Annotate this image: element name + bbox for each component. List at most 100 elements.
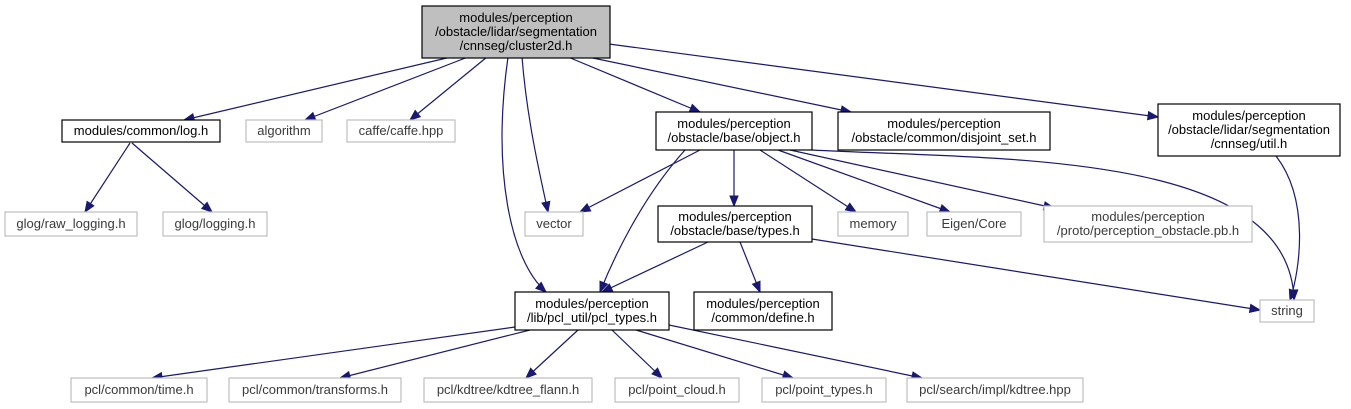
- node-box-eigen[interactable]: [926, 211, 1022, 237]
- node-label-types-1: /obstacle/base/types.h: [670, 223, 799, 238]
- node-box-proto[interactable]: [1043, 205, 1253, 243]
- edge-types-to-string: [811, 238, 1261, 311]
- edge-object-to-memory: [759, 149, 857, 213]
- arrowhead-root-to-algorithm: [303, 111, 317, 121]
- node-root[interactable]: modules/perception/obstacle/lidar/segmen…: [421, 5, 611, 59]
- edge-root-to-disjoint: [587, 56, 852, 113]
- edge-object-to-eigen: [777, 149, 951, 213]
- edge-pcltypes-to-time: [151, 326, 516, 379]
- node-pointcloud[interactable]: pcl/point_cloud.h: [614, 377, 740, 403]
- edge-log-to-glograw: [84, 142, 131, 213]
- node-log[interactable]: modules/common/log.h: [61, 119, 221, 143]
- node-label-caffe-0: caffe/caffe.hpp: [359, 123, 444, 138]
- node-pcltypes[interactable]: modules/perception/lib/pcl_util/pcl_type…: [514, 291, 670, 331]
- arrowhead-object-to-vector: [578, 202, 592, 213]
- node-pointtypes[interactable]: pcl/point_types.h: [761, 377, 887, 403]
- edge-pcltypes-to-pointtypes: [635, 329, 794, 379]
- node-label-string-0: string: [1271, 303, 1303, 318]
- edge-pcltypes-to-transforms: [339, 329, 531, 379]
- node-box-kdflann[interactable]: [423, 377, 593, 403]
- node-box-glograw[interactable]: [4, 211, 138, 237]
- node-label-disjoint-0: modules/perception: [887, 116, 1000, 131]
- node-box-algorithm[interactable]: [245, 119, 323, 143]
- node-box-object[interactable]: [655, 111, 813, 151]
- node-glograw[interactable]: glog/raw_logging.h: [4, 211, 138, 237]
- node-box-pointtypes[interactable]: [761, 377, 887, 403]
- node-box-pcltypes[interactable]: [514, 291, 670, 331]
- edge-root-to-util: [608, 43, 1159, 118]
- edge-pcltypes-to-kdflann: [525, 329, 579, 379]
- node-box-gloglog[interactable]: [162, 211, 268, 237]
- node-box-types[interactable]: [657, 205, 813, 243]
- arrowhead-root-to-pcltypes: [535, 281, 548, 293]
- node-algorithm[interactable]: algorithm: [245, 119, 323, 143]
- node-box-log[interactable]: [61, 119, 221, 143]
- node-label-vector-0: vector: [536, 216, 572, 231]
- node-label-kdflann-0: pcl/kdtree/kdtree_flann.h: [437, 382, 579, 397]
- node-box-util[interactable]: [1157, 103, 1341, 157]
- node-box-caffe[interactable]: [346, 119, 456, 143]
- edge-root-to-vector: [521, 56, 549, 213]
- node-transforms[interactable]: pcl/common/transforms.h: [228, 377, 402, 403]
- node-label-gloglog-0: glog/logging.h: [175, 216, 256, 231]
- node-memory[interactable]: memory: [837, 211, 909, 237]
- node-box-disjoint[interactable]: [837, 111, 1051, 151]
- node-disjoint[interactable]: modules/perception/obstacle/common/disjo…: [837, 111, 1051, 151]
- node-box-kdtreehpp[interactable]: [906, 377, 1084, 403]
- arrowhead-root-to-object: [688, 103, 702, 113]
- node-label-pointtypes-0: pcl/point_types.h: [775, 382, 873, 397]
- arrowhead-pcltypes-to-kdflann: [525, 367, 537, 379]
- edge-root-to-log: [183, 56, 452, 121]
- arrowhead-types-to-string: [1248, 303, 1262, 314]
- node-object[interactable]: modules/perception/obstacle/base/object.…: [655, 111, 813, 151]
- node-label-glograw-0: glog/raw_logging.h: [16, 216, 125, 231]
- node-time[interactable]: pcl/common/time.h: [70, 377, 208, 403]
- node-label-memory-0: memory: [850, 216, 897, 231]
- node-label-eigen-0: Eigen/Core: [941, 216, 1006, 231]
- node-types[interactable]: modules/perception/obstacle/base/types.h: [657, 205, 813, 243]
- node-util[interactable]: modules/perception/obstacle/lidar/segmen…: [1157, 103, 1341, 157]
- node-label-log-0: modules/common/log.h: [74, 123, 208, 138]
- node-box-time[interactable]: [70, 377, 208, 403]
- node-define[interactable]: modules/perception/common/define.h: [693, 291, 833, 331]
- node-kdtreehpp[interactable]: pcl/search/impl/kdtree.hpp: [906, 377, 1084, 403]
- node-label-pointcloud-0: pcl/point_cloud.h: [628, 382, 726, 397]
- node-box-define[interactable]: [693, 291, 833, 331]
- node-box-memory[interactable]: [837, 211, 909, 237]
- node-caffe[interactable]: caffe/caffe.hpp: [346, 119, 456, 143]
- node-label-disjoint-1: /obstacle/common/disjoint_set.h: [852, 130, 1037, 145]
- node-label-proto-0: modules/perception: [1091, 209, 1204, 224]
- arrowhead-types-to-define: [751, 280, 761, 294]
- edge-root-to-algorithm: [304, 56, 469, 121]
- node-label-kdtreehpp-0: pcl/search/impl/kdtree.hpp: [919, 382, 1071, 397]
- node-label-root-2: /cnnseg/cluster2d.h: [460, 38, 573, 53]
- node-box-transforms[interactable]: [228, 377, 402, 403]
- edge-root-to-pcltypes: [501, 56, 547, 293]
- node-label-transforms-0: pcl/common/transforms.h: [242, 382, 388, 397]
- edge-pcltypes-to-kdtreehpp: [668, 324, 923, 379]
- arrowhead-object-to-types: [729, 195, 739, 208]
- edge-types-to-pcltypes: [601, 241, 709, 293]
- arrowhead-pcltypes-to-pointcloud: [651, 367, 663, 379]
- edge-pcltypes-to-pointcloud: [611, 329, 663, 379]
- node-box-string[interactable]: [1259, 299, 1315, 323]
- node-label-util-0: modules/perception: [1192, 108, 1305, 123]
- node-box-root[interactable]: [421, 5, 611, 59]
- node-string[interactable]: string: [1259, 299, 1315, 323]
- edges-layer: [84, 43, 1301, 382]
- node-gloglog[interactable]: glog/logging.h: [162, 211, 268, 237]
- node-vector[interactable]: vector: [524, 211, 584, 237]
- node-label-object-0: modules/perception: [677, 116, 790, 131]
- nodes-layer: modules/perception/obstacle/lidar/segmen…: [4, 5, 1341, 403]
- node-proto[interactable]: modules/perception/proto/perception_obst…: [1043, 205, 1253, 243]
- node-box-vector[interactable]: [524, 211, 584, 237]
- node-eigen[interactable]: Eigen/Core: [926, 211, 1022, 237]
- node-kdflann[interactable]: pcl/kdtree/kdtree_flann.h: [423, 377, 593, 403]
- node-label-types-0: modules/perception: [678, 209, 791, 224]
- arrowhead-util-to-string: [1288, 288, 1298, 302]
- edge-log-to-gloglog: [131, 142, 213, 213]
- node-label-algorithm-0: algorithm: [257, 123, 310, 138]
- edge-root-to-object: [567, 56, 701, 113]
- arrowhead-root-to-util: [1146, 110, 1160, 121]
- node-box-pointcloud[interactable]: [614, 377, 740, 403]
